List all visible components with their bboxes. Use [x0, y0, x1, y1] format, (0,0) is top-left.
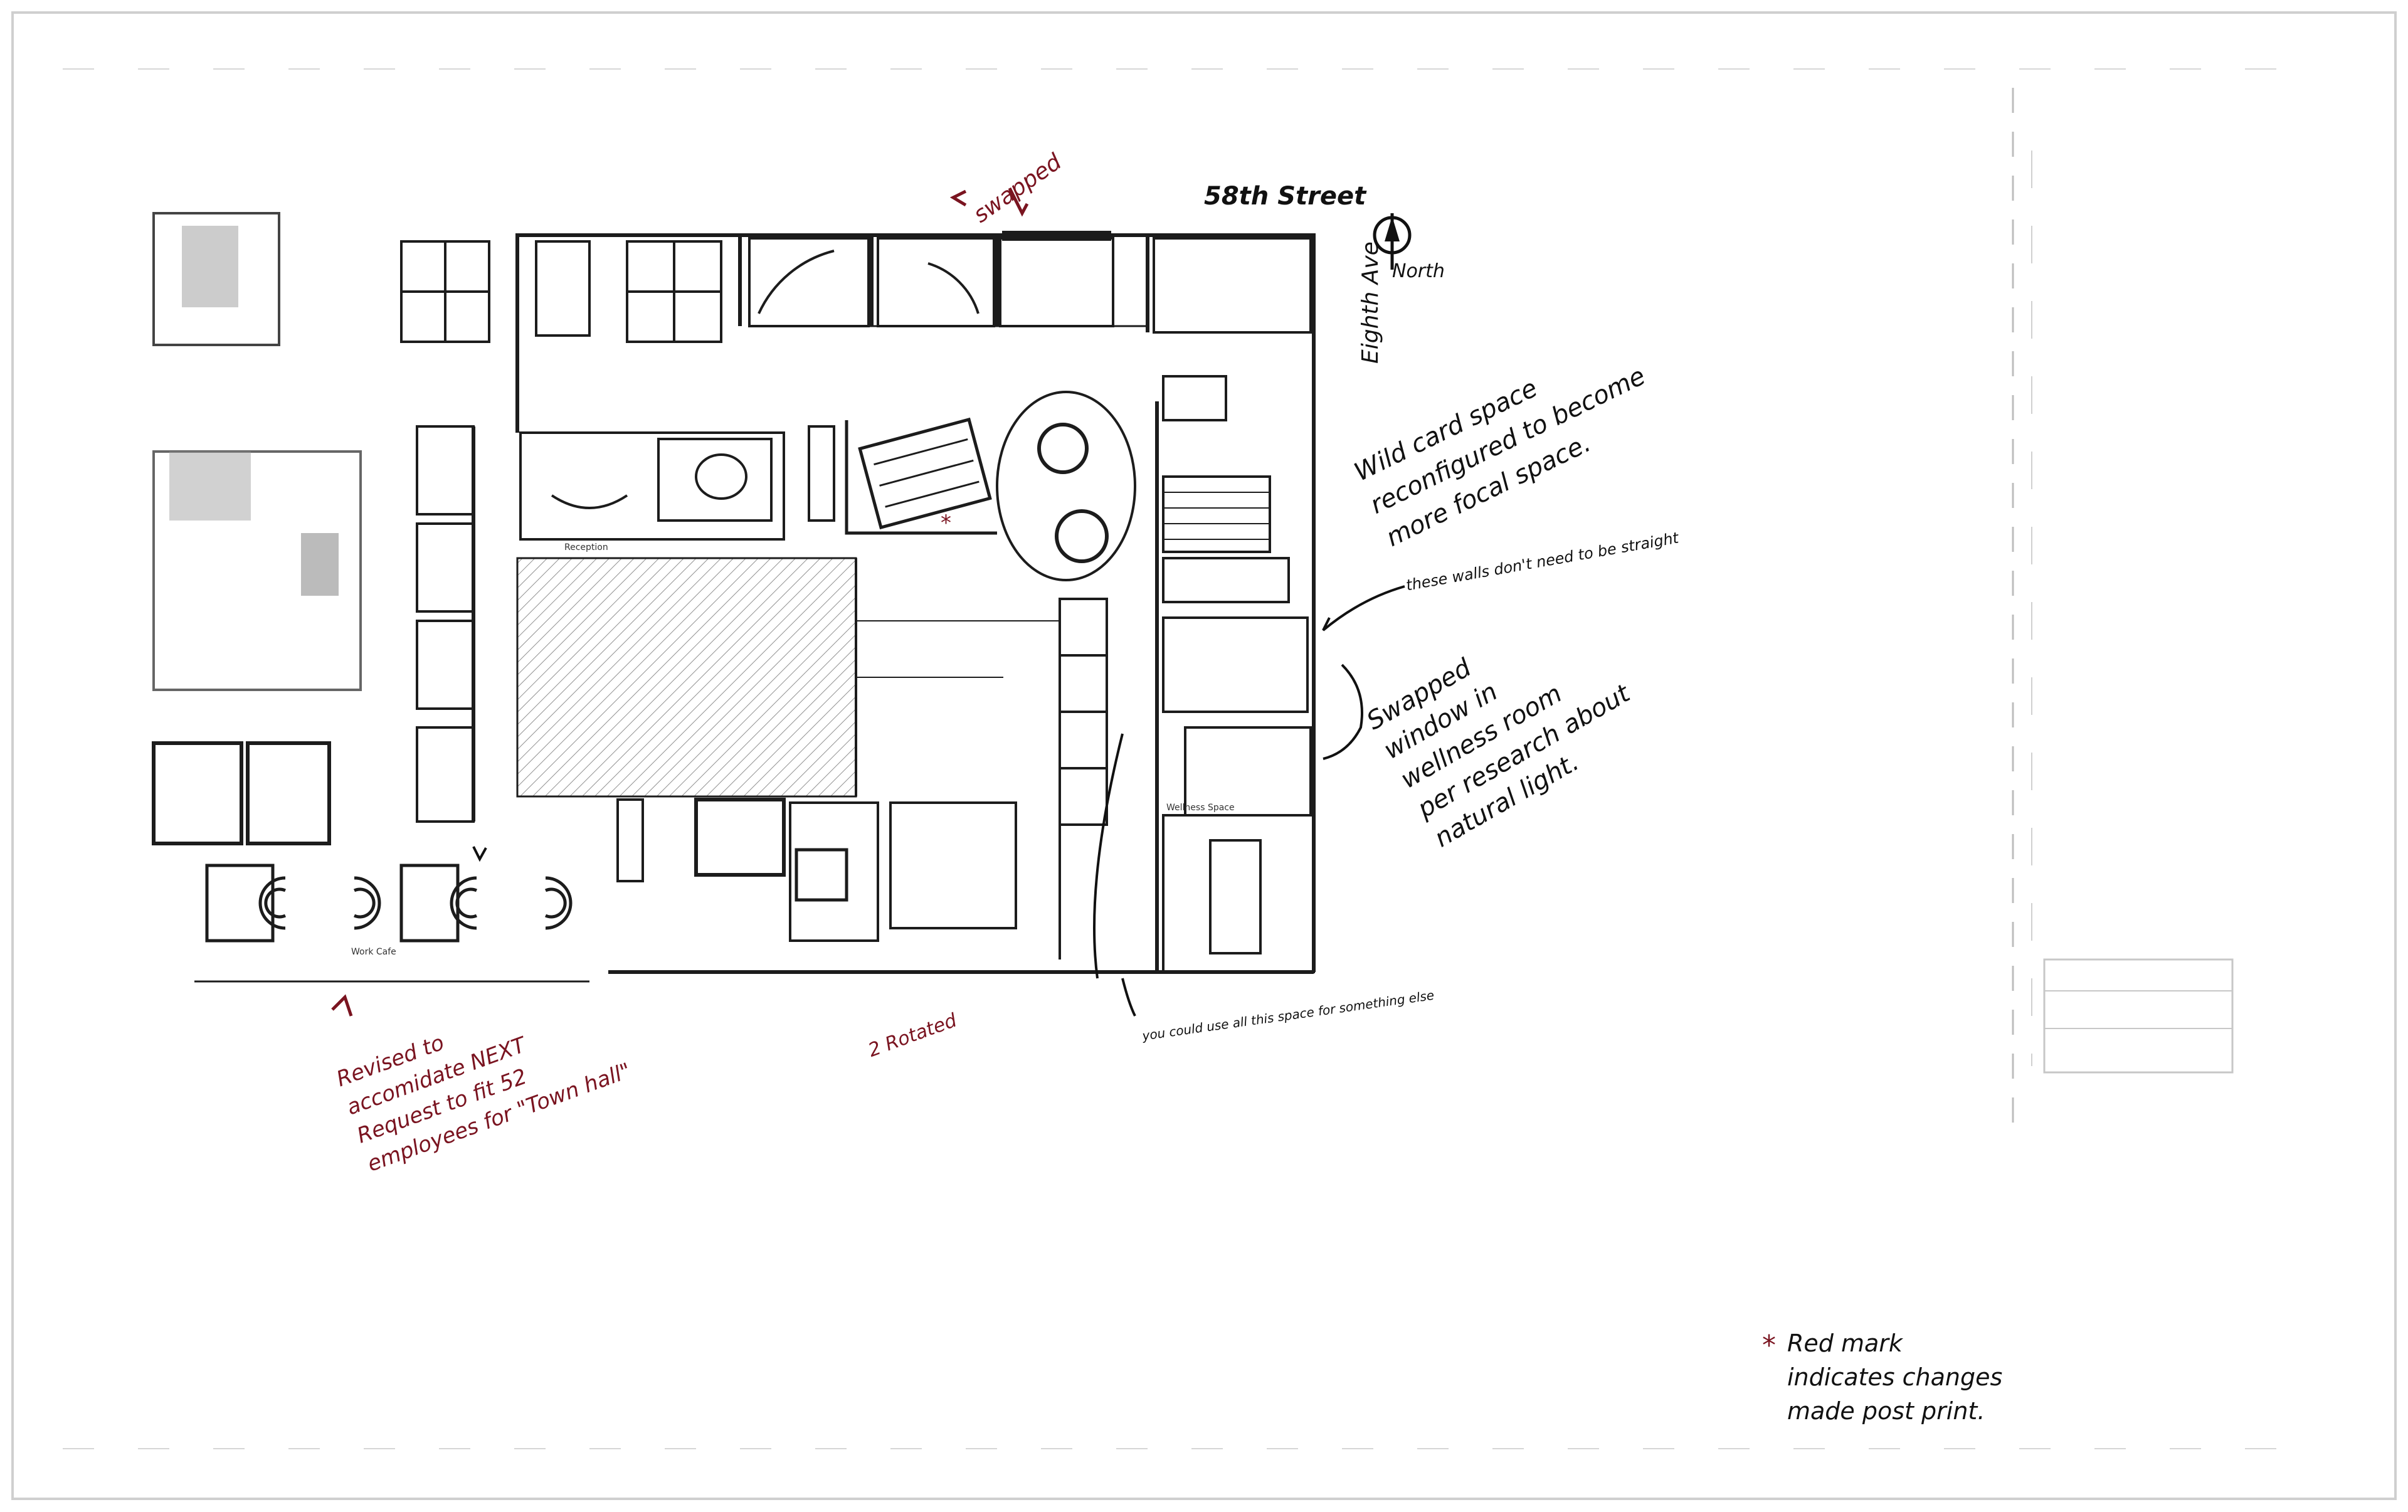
black-arrows — [472, 585, 1405, 1017]
town-hall-seating — [194, 864, 589, 983]
room-label-reception: Reception — [564, 542, 608, 552]
open-hatched-area — [516, 557, 857, 798]
svg-text:*: * — [941, 510, 951, 536]
north-label: North — [1392, 260, 1445, 282]
far-west-rooms — [152, 212, 362, 845]
red-arrows — [331, 187, 1029, 1017]
sheet-border — [11, 11, 2397, 1500]
south-offices — [616, 598, 1108, 960]
room-label-work-cafe: Work Cafe — [351, 947, 396, 957]
street-label: 58th Street — [1204, 182, 1366, 211]
top-offices — [748, 231, 1312, 334]
west-workstations — [400, 240, 722, 343]
red-star-icon: * * — [941, 510, 1776, 1361]
oval-lounge — [996, 391, 1159, 972]
svg-text:*: * — [1762, 1330, 1776, 1361]
east-rooms — [1162, 375, 1315, 973]
west-column-desks — [416, 425, 475, 823]
reception-area — [519, 425, 835, 541]
north-arrow-icon — [1373, 213, 1412, 270]
conference-grid — [845, 417, 997, 535]
avenue-label: Eighth Ave — [1358, 241, 1383, 364]
room-label-wellness: Wellness Space — [1166, 803, 1235, 813]
legend-note: Red mark indicates changes made post pri… — [1787, 1330, 2003, 1425]
